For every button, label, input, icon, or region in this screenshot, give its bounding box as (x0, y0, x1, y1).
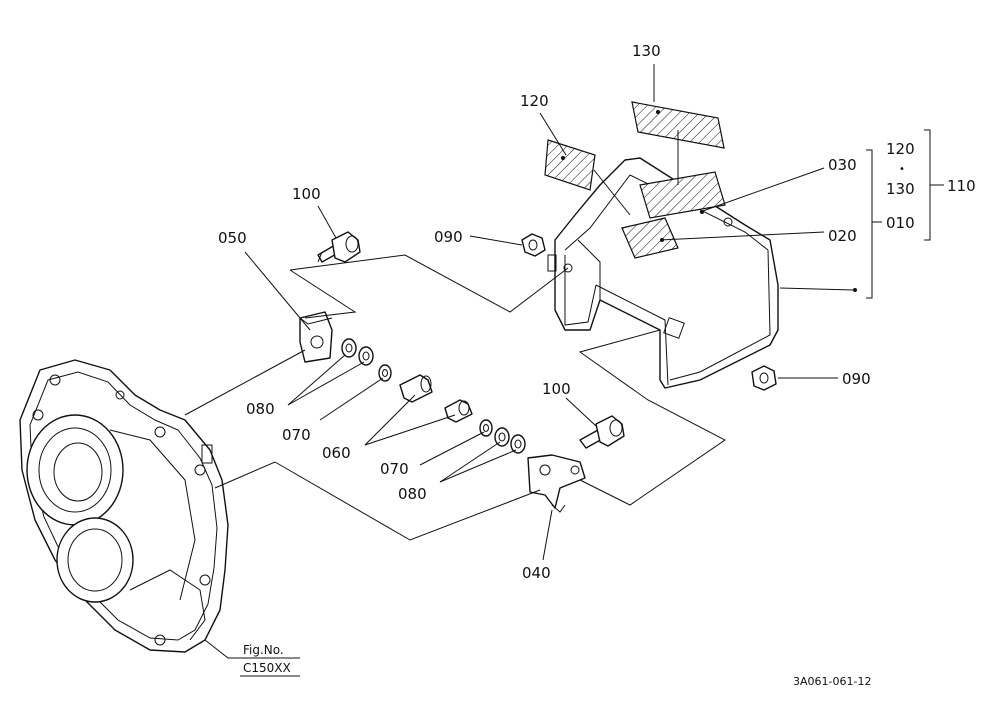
fig-number-label: Fig.No. (243, 643, 284, 657)
dot-130 (656, 110, 660, 114)
callout-130-right: 130 (886, 180, 915, 198)
dot-030 (700, 210, 704, 214)
assembly-lines (184, 130, 726, 541)
callout-120-top: 120 (520, 92, 549, 110)
callout-dot: • (899, 164, 905, 175)
callout-070-mid: 070 (380, 460, 409, 478)
dot-120 (561, 156, 565, 160)
bracket-050 (299, 311, 333, 363)
label-120 (544, 139, 596, 191)
cover (547, 157, 779, 389)
dot-010 (853, 288, 857, 292)
bolt-100-right (579, 415, 625, 449)
callout-070-left: 070 (282, 426, 311, 444)
transmission-housing (19, 359, 229, 653)
callout-100-right: 100 (542, 380, 571, 398)
callout-030: 030 (828, 156, 857, 174)
callout-130-top: 130 (632, 42, 661, 60)
nut-090-left (521, 233, 546, 257)
callout-020: 020 (828, 227, 857, 245)
drawing-reference: 3A061-061-12 (793, 675, 871, 688)
callout-040: 040 (522, 564, 551, 582)
bolt-100-left (317, 231, 361, 263)
callout-100-left: 100 (292, 185, 321, 203)
label-130 (631, 101, 725, 149)
fig-number-code: C150XX (243, 661, 291, 675)
callout-010: 010 (886, 214, 915, 232)
callout-080-mid: 080 (398, 485, 427, 503)
nut-090-right (751, 365, 777, 391)
bolt-060-a (399, 374, 433, 403)
callout-120-right: 120 (886, 140, 915, 158)
label-030 (639, 171, 726, 219)
dot-020 (660, 238, 664, 242)
label-020 (621, 217, 679, 259)
callout-090-left: 090 (434, 228, 463, 246)
bracket-040 (527, 454, 586, 513)
leader-lines (204, 64, 854, 659)
callout-060: 060 (322, 444, 351, 462)
callout-080-left: 080 (246, 400, 275, 418)
callout-050: 050 (218, 229, 247, 247)
callout-090-right: 090 (842, 370, 871, 388)
assembly-brace (866, 129, 944, 299)
callout-110: 110 (947, 177, 976, 195)
bolt-060-b (444, 399, 473, 423)
washers (341, 338, 526, 454)
